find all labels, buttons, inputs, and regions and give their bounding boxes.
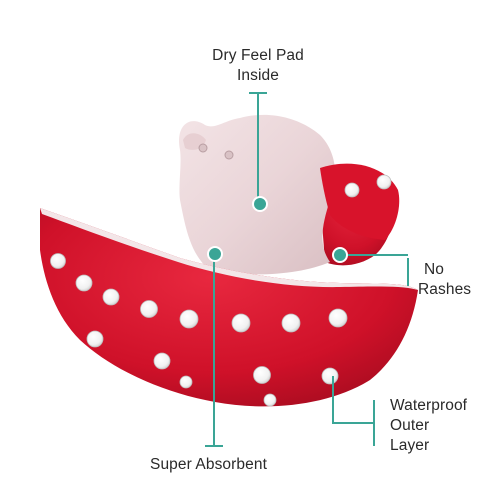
no-rashes-line-2: Rashes (418, 281, 472, 298)
rashes-callout-tick (407, 258, 409, 286)
waterproof-callout-horizontal (332, 422, 374, 424)
dry-feel-callout-dot (252, 196, 268, 212)
absorbent-callout-dot (207, 246, 223, 262)
dry-feel-callout-line (257, 92, 259, 200)
rashes-callout-line (340, 254, 408, 256)
dry-feel-line-1: Dry Feel Pad (212, 47, 304, 64)
absorbent-callout-line (213, 250, 215, 446)
waterproof-line-2: Outer (390, 417, 430, 434)
front-panel-shell (40, 208, 418, 407)
absorbent-callout-tick (205, 445, 223, 447)
dry-feel-pad-label: Dry Feel Pad Inside (198, 46, 318, 86)
waterproof-outer-layer-label: Waterproof Outer Layer (390, 396, 495, 456)
no-rashes-label: No Rashes (418, 260, 498, 300)
front-snaps (50, 253, 348, 407)
no-rashes-line-1: No (424, 261, 445, 278)
absorbent-line-1: Super Absorbent (150, 456, 267, 473)
front-panel-rim (40, 208, 418, 290)
rashes-callout-dot (332, 247, 348, 263)
dry-feel-line-2: Inside (237, 67, 279, 84)
waterproof-line-1: Waterproof (390, 397, 468, 414)
waterproof-callout-line (332, 376, 334, 424)
dry-feel-callout-tick (249, 92, 267, 94)
waterproof-callout-tick (373, 400, 375, 446)
super-absorbent-label: Super Absorbent (150, 455, 310, 475)
waterproof-line-3: Layer (390, 437, 430, 454)
